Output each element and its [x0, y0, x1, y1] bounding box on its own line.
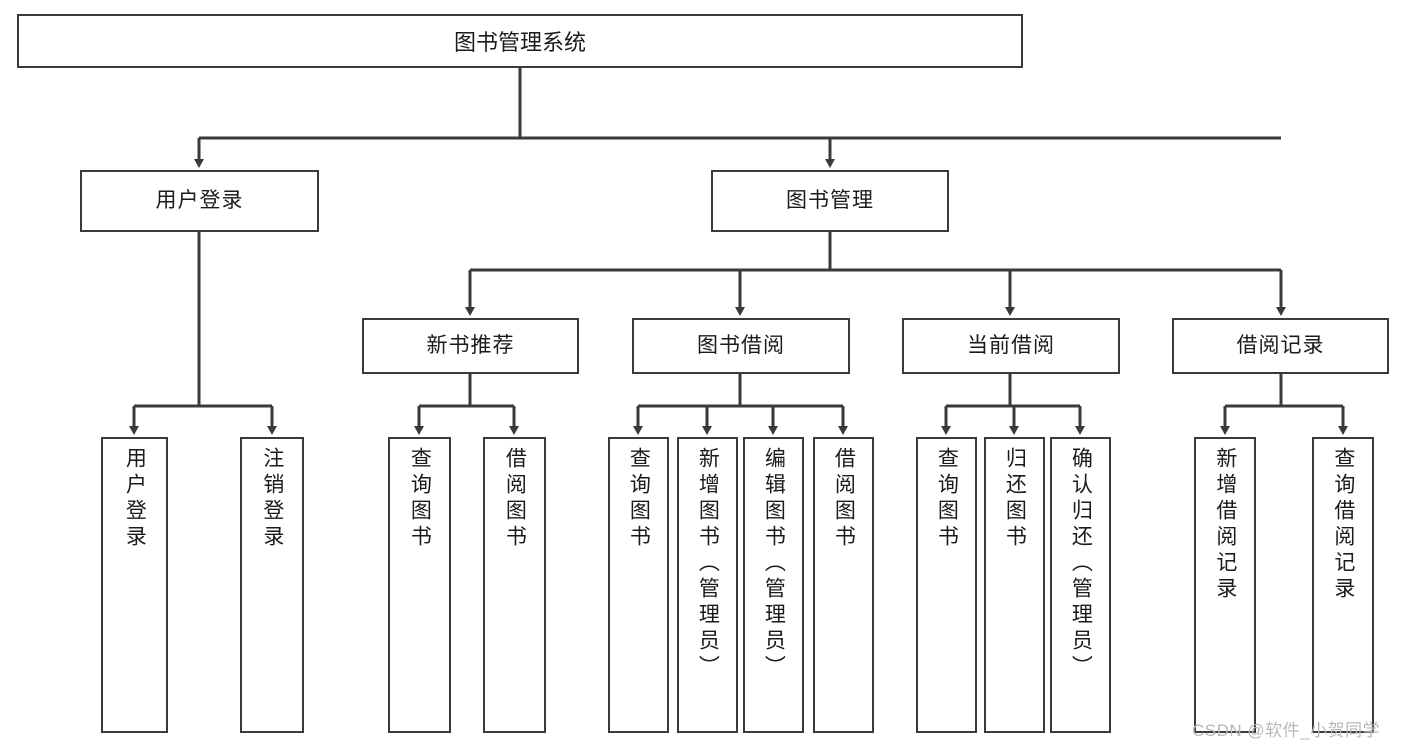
node-root[interactable]: 图书管理系统	[17, 14, 1023, 68]
node-root-label: 图书管理系统	[453, 30, 586, 55]
node-leaf-logout-label: 注销登录	[260, 447, 284, 551]
node-borrow-record[interactable]: 借阅记录	[1172, 318, 1389, 374]
node-leaf-edit-book-label: 编辑图书（管理员）	[762, 447, 786, 681]
node-leaf-query-record[interactable]: 查询借阅记录	[1312, 437, 1374, 733]
node-leaf-query-book-2-label: 查询图书	[627, 447, 651, 551]
node-book-manage-label: 图书管理	[786, 189, 874, 213]
node-leaf-add-book-label: 新增图书（管理员）	[696, 447, 720, 681]
node-leaf-add-record[interactable]: 新增借阅记录	[1194, 437, 1256, 733]
node-leaf-query-book-2[interactable]: 查询图书	[608, 437, 669, 733]
node-leaf-borrow-book-1[interactable]: 借阅图书	[483, 437, 546, 733]
node-current-borrow-label: 当前借阅	[967, 334, 1055, 358]
node-leaf-query-record-label: 查询借阅记录	[1331, 447, 1355, 603]
node-leaf-query-book-1-label: 查询图书	[408, 447, 432, 551]
node-leaf-user-login[interactable]: 用户登录	[101, 437, 168, 733]
node-leaf-user-login-label: 用户登录	[123, 447, 147, 551]
node-leaf-edit-book[interactable]: 编辑图书（管理员）	[743, 437, 804, 733]
node-book-manage[interactable]: 图书管理	[711, 170, 949, 232]
node-new-book-rec[interactable]: 新书推荐	[362, 318, 579, 374]
node-current-borrow[interactable]: 当前借阅	[902, 318, 1120, 374]
node-leaf-borrow-book-1-label: 借阅图书	[503, 447, 527, 551]
node-leaf-return-book-label: 归还图书	[1003, 447, 1027, 551]
node-leaf-borrow-book-2[interactable]: 借阅图书	[813, 437, 874, 733]
csdn-watermark: CSDN @软件_小贺同学	[1192, 721, 1381, 740]
node-leaf-query-book-3-label: 查询图书	[935, 447, 959, 551]
node-leaf-borrow-book-2-label: 借阅图书	[832, 447, 856, 551]
node-book-borrow-label: 图书借阅	[697, 334, 785, 358]
node-new-book-rec-label: 新书推荐	[426, 334, 515, 358]
node-leaf-query-book-1[interactable]: 查询图书	[388, 437, 451, 733]
node-user-login[interactable]: 用户登录	[80, 170, 319, 232]
node-borrow-record-label: 借阅记录	[1236, 334, 1325, 358]
node-book-borrow[interactable]: 图书借阅	[632, 318, 850, 374]
node-user-login-label: 用户登录	[155, 189, 244, 213]
node-leaf-return-book[interactable]: 归还图书	[984, 437, 1045, 733]
node-leaf-add-record-label: 新增借阅记录	[1213, 447, 1237, 603]
node-leaf-add-book[interactable]: 新增图书（管理员）	[677, 437, 738, 733]
node-leaf-logout[interactable]: 注销登录	[240, 437, 304, 733]
node-leaf-query-book-3[interactable]: 查询图书	[916, 437, 977, 733]
node-leaf-confirm-return[interactable]: 确认归还（管理员）	[1050, 437, 1111, 733]
node-leaf-confirm-return-label: 确认归还（管理员）	[1069, 447, 1093, 681]
